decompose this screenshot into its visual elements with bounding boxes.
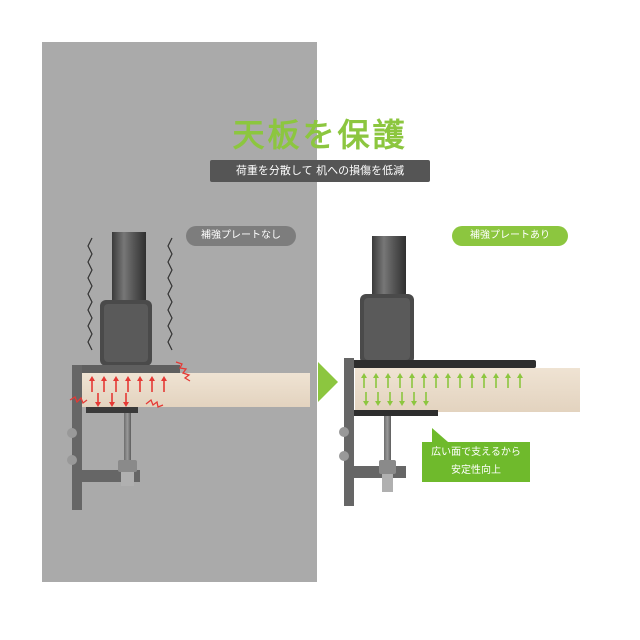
callout-line-2: 安定性向上: [451, 465, 501, 476]
stability-callout: 広い面で支えるから 安定性向上: [422, 428, 530, 482]
direction-arrow-icon: [318, 362, 338, 402]
vibration-wave-icon: [167, 237, 173, 351]
green-pressure-arrows: [361, 373, 523, 406]
label-with-plate: 補強プレートあり: [452, 226, 568, 246]
vibration-wave-icon: [87, 237, 93, 351]
pressure-arrow-icon: [363, 392, 429, 406]
clamp-with-plate: [339, 236, 580, 506]
red-pressure-arrows: [89, 376, 167, 407]
stress-burst-icon: [69, 361, 191, 408]
pressure-arrow-icon: [361, 373, 523, 388]
subtitle-banner: 荷重を分散して 机への損傷を低減: [210, 160, 430, 182]
left-panel-background: [42, 42, 317, 582]
pressure-arrow-icon: [89, 376, 167, 392]
page-title: 天板を保護: [232, 116, 408, 154]
callout-line-1: 広い面で支えるから: [431, 447, 521, 458]
label-without-plate: 補強プレートなし: [186, 226, 296, 246]
pressure-arrow-icon: [95, 393, 129, 407]
clamp-without-plate: [67, 232, 310, 510]
